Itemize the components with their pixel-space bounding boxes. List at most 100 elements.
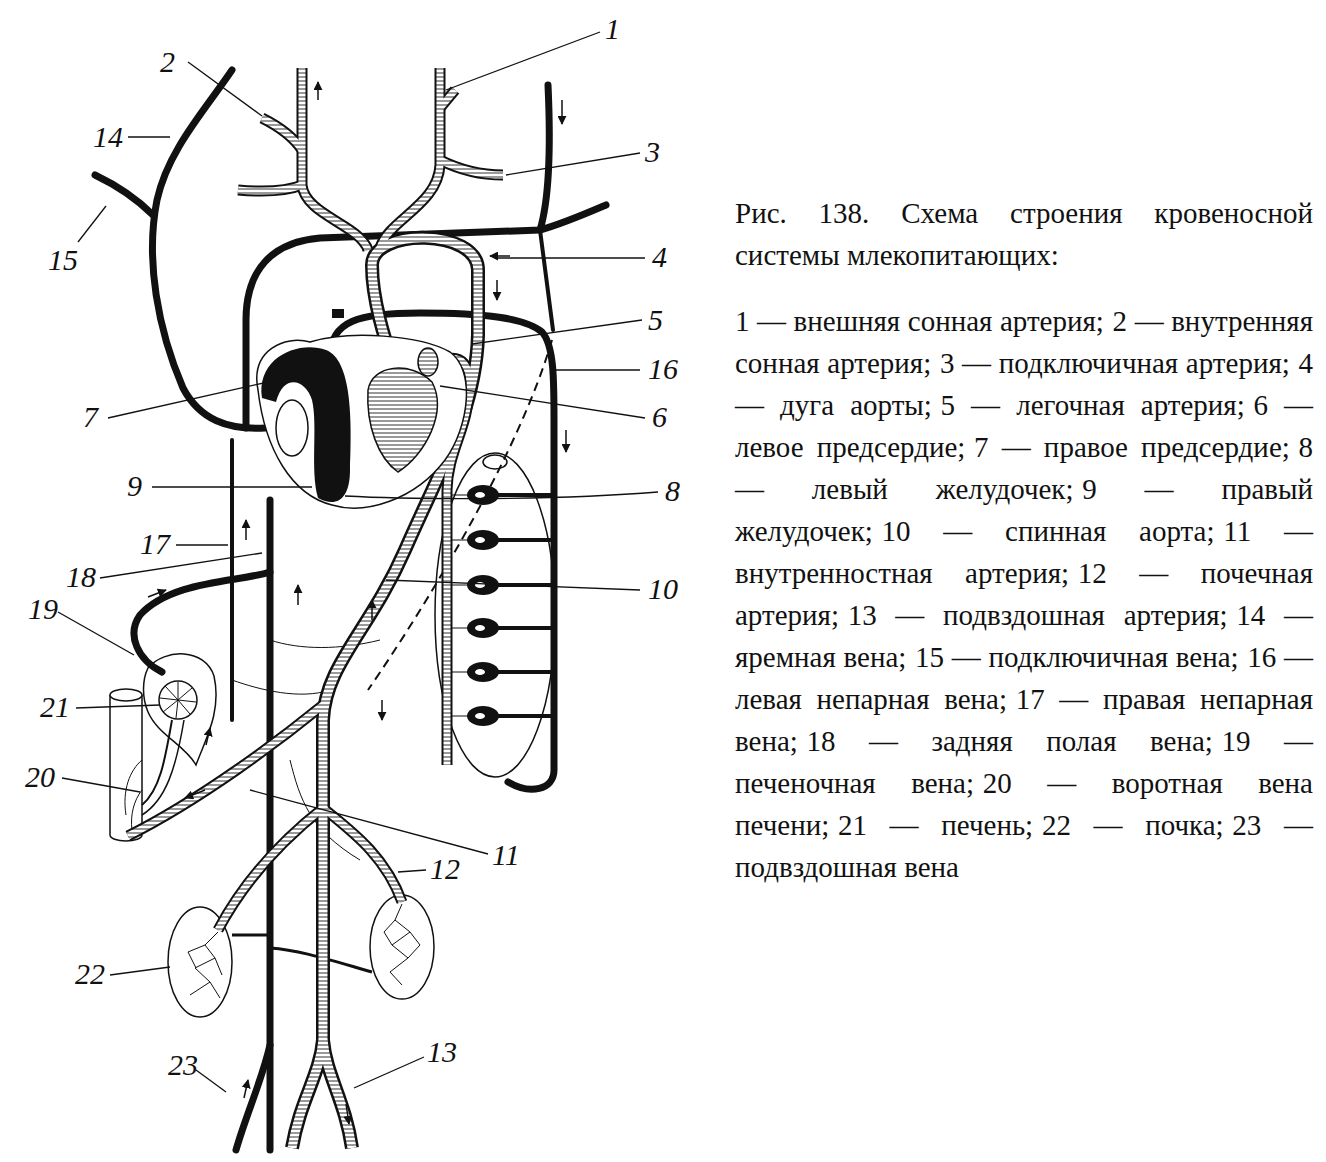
leader-lines-part [110,967,170,975]
key-entry: 21 — печень; [838,809,1033,841]
callout-number: 10 [648,572,678,606]
liver-intestine-part [110,689,142,701]
arteries-part [323,808,402,902]
lung-outline-part [483,455,507,469]
key-entry: 3 — подключичная артерия; [940,347,1290,379]
liver-intestine-part [142,720,184,815]
heart [257,335,467,508]
heart-part [368,368,437,472]
lung-outline [435,453,555,777]
callout-number: 17 [140,527,170,561]
arteries-part [380,68,440,248]
callout-number: 6 [652,400,667,434]
leader-lines-part [100,553,262,578]
arteries-part [323,1040,352,1148]
alveoli-part [475,582,485,588]
kidneys-part [370,895,434,999]
arteries [128,68,503,1148]
callout-number: 8 [665,474,680,508]
alveoli-part [475,492,485,498]
key-entry: 5 — легочная артерия; [941,389,1245,421]
arteries-part [262,118,302,150]
key-entry: 10 — спинная аорта; [881,515,1214,547]
flow-arrows-part [381,700,383,720]
arteries-part [218,808,323,930]
alveoli-part [467,706,499,726]
alveoli-part [475,713,485,719]
alveoli [447,485,499,726]
arteries-part [440,160,503,175]
flow-arrows [148,82,566,1124]
arteries-part [128,705,323,836]
leader-lines-part [62,778,140,792]
key-entry: 18 — задняя полая вена; [807,725,1213,757]
callout-number: 11 [492,838,520,872]
leader-lines-part [76,705,160,708]
callout-number: 7 [83,400,98,434]
liver-intestine-part [110,695,142,841]
leader-lines-part [506,153,640,175]
flow-arrows-part [565,430,567,452]
leader-lines-part [176,544,228,545]
key-entry: 7 — правое предсердие; [974,431,1290,463]
arteries-part [323,1040,352,1148]
callout-number: 15 [48,243,78,277]
callout-number: 16 [648,352,678,386]
arteries-part [238,185,302,191]
liver-intestine-part [142,720,172,805]
flow-arrows-part [244,1080,248,1098]
kidneys-part [188,932,222,998]
arteries-part [380,68,440,248]
callout-number: 21 [40,690,70,724]
arteries-part [218,808,323,930]
liver-intestine-part [125,760,142,830]
leader-lines-part [108,382,268,418]
alveoli-part [467,530,499,550]
flow-arrows-part [346,1104,349,1124]
lung-outline-part [435,453,555,777]
leader-lines-part [78,206,106,242]
flow-arrows-part [206,728,210,745]
leader-lines-part [386,580,640,590]
veins-part [332,309,344,318]
key-list: 1 — внешняя сонная артерия;2 — внутрення… [735,300,1313,888]
leader-lines-part [58,612,134,655]
arteries-part [440,90,455,108]
callout-number: 19 [28,592,58,626]
callout-number: 12 [430,852,460,886]
flow-arrows-part [148,590,166,597]
callout-number: 23 [168,1048,198,1082]
veins-part [540,230,553,330]
alveoli-part [467,575,499,595]
heart-part [261,347,350,502]
leader-lines-part [128,136,170,137]
leader-lines-part [188,62,262,116]
flow-arrows-part [317,82,319,100]
flow-arrows-part [297,585,299,605]
arteries-part [292,1040,323,1148]
veins-part [498,495,554,716]
alveoli-part [467,485,499,505]
flow-arrows-part [371,600,373,620]
callout-number: 5 [648,303,663,337]
leader-lines-part [446,32,600,90]
arteries-part [292,1040,323,1148]
heart-part [418,348,438,376]
alveoli-part [475,669,485,675]
veins-part [232,935,372,972]
flow-arrows-part [490,255,510,257]
callout-number: 2 [160,45,175,79]
leader-lines-part [552,369,640,370]
leader-lines-part [152,486,312,487]
key-entry: 22 — почка; [1042,809,1224,841]
leader-lines-part [440,386,645,418]
callout-number: 13 [427,1035,457,1069]
leader-lines-part [498,257,645,258]
veins-part [236,1045,270,1150]
figure-caption: Рис. 138. Схема строения кровеносной сис… [735,192,1313,276]
kidneys [168,895,434,1017]
leader-lines-part [472,320,642,344]
key-entry: 1 — внешняя сонная артерия; [735,305,1104,337]
callout-number: 20 [25,760,55,794]
